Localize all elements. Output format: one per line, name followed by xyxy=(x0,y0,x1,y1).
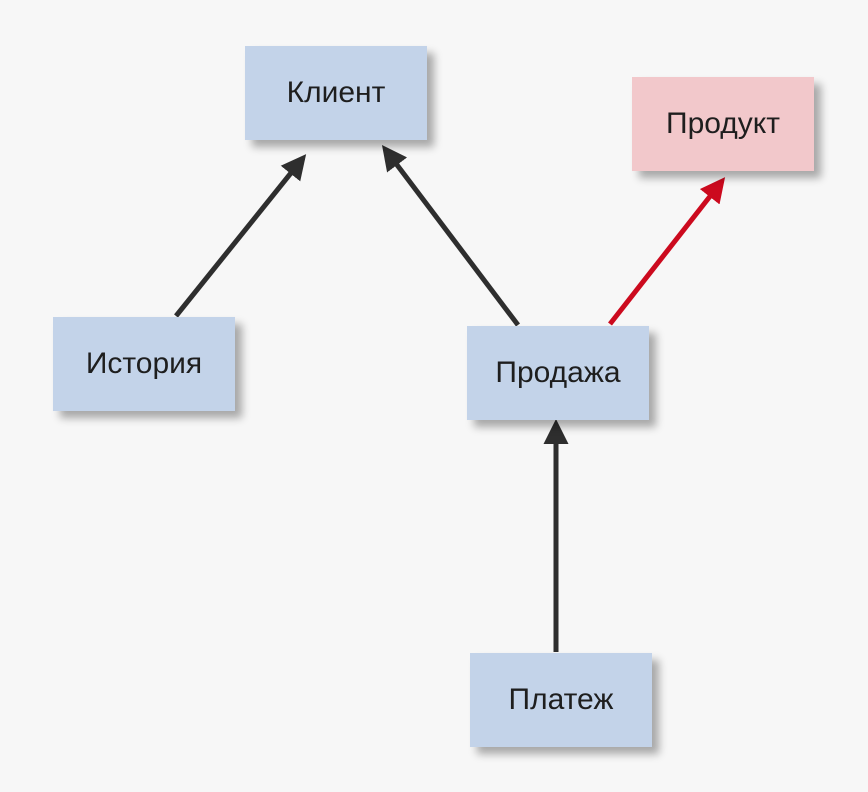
node-client-label: Клиент xyxy=(286,76,386,109)
node-history-label: История xyxy=(85,347,203,380)
node-sale-label: Продажа xyxy=(495,356,621,389)
node-payment-label: Платеж xyxy=(508,683,614,716)
node-history[interactable]: История xyxy=(53,317,235,411)
node-product[interactable]: Продукт xyxy=(632,77,814,171)
edge-history-to-client xyxy=(174,154,307,318)
edge-sale-to-product xyxy=(608,177,726,326)
node-sale[interactable]: Продажа xyxy=(467,326,649,420)
edge-sale-to-client xyxy=(381,145,520,327)
node-client[interactable]: Клиент xyxy=(245,46,427,140)
node-product-label: Продукт xyxy=(666,107,780,140)
node-payment[interactable]: Платеж xyxy=(470,653,652,747)
